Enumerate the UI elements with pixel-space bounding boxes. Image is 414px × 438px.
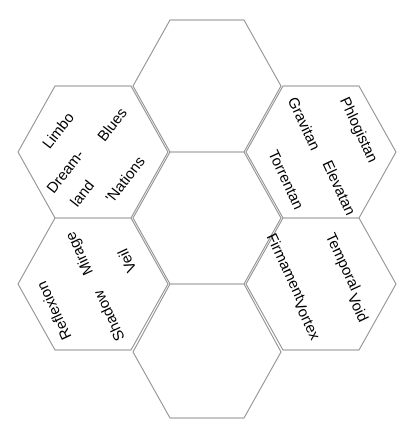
hex-bottom <box>132 283 282 419</box>
hex-lower-left <box>17 217 169 351</box>
hex-lower-right <box>245 217 397 351</box>
